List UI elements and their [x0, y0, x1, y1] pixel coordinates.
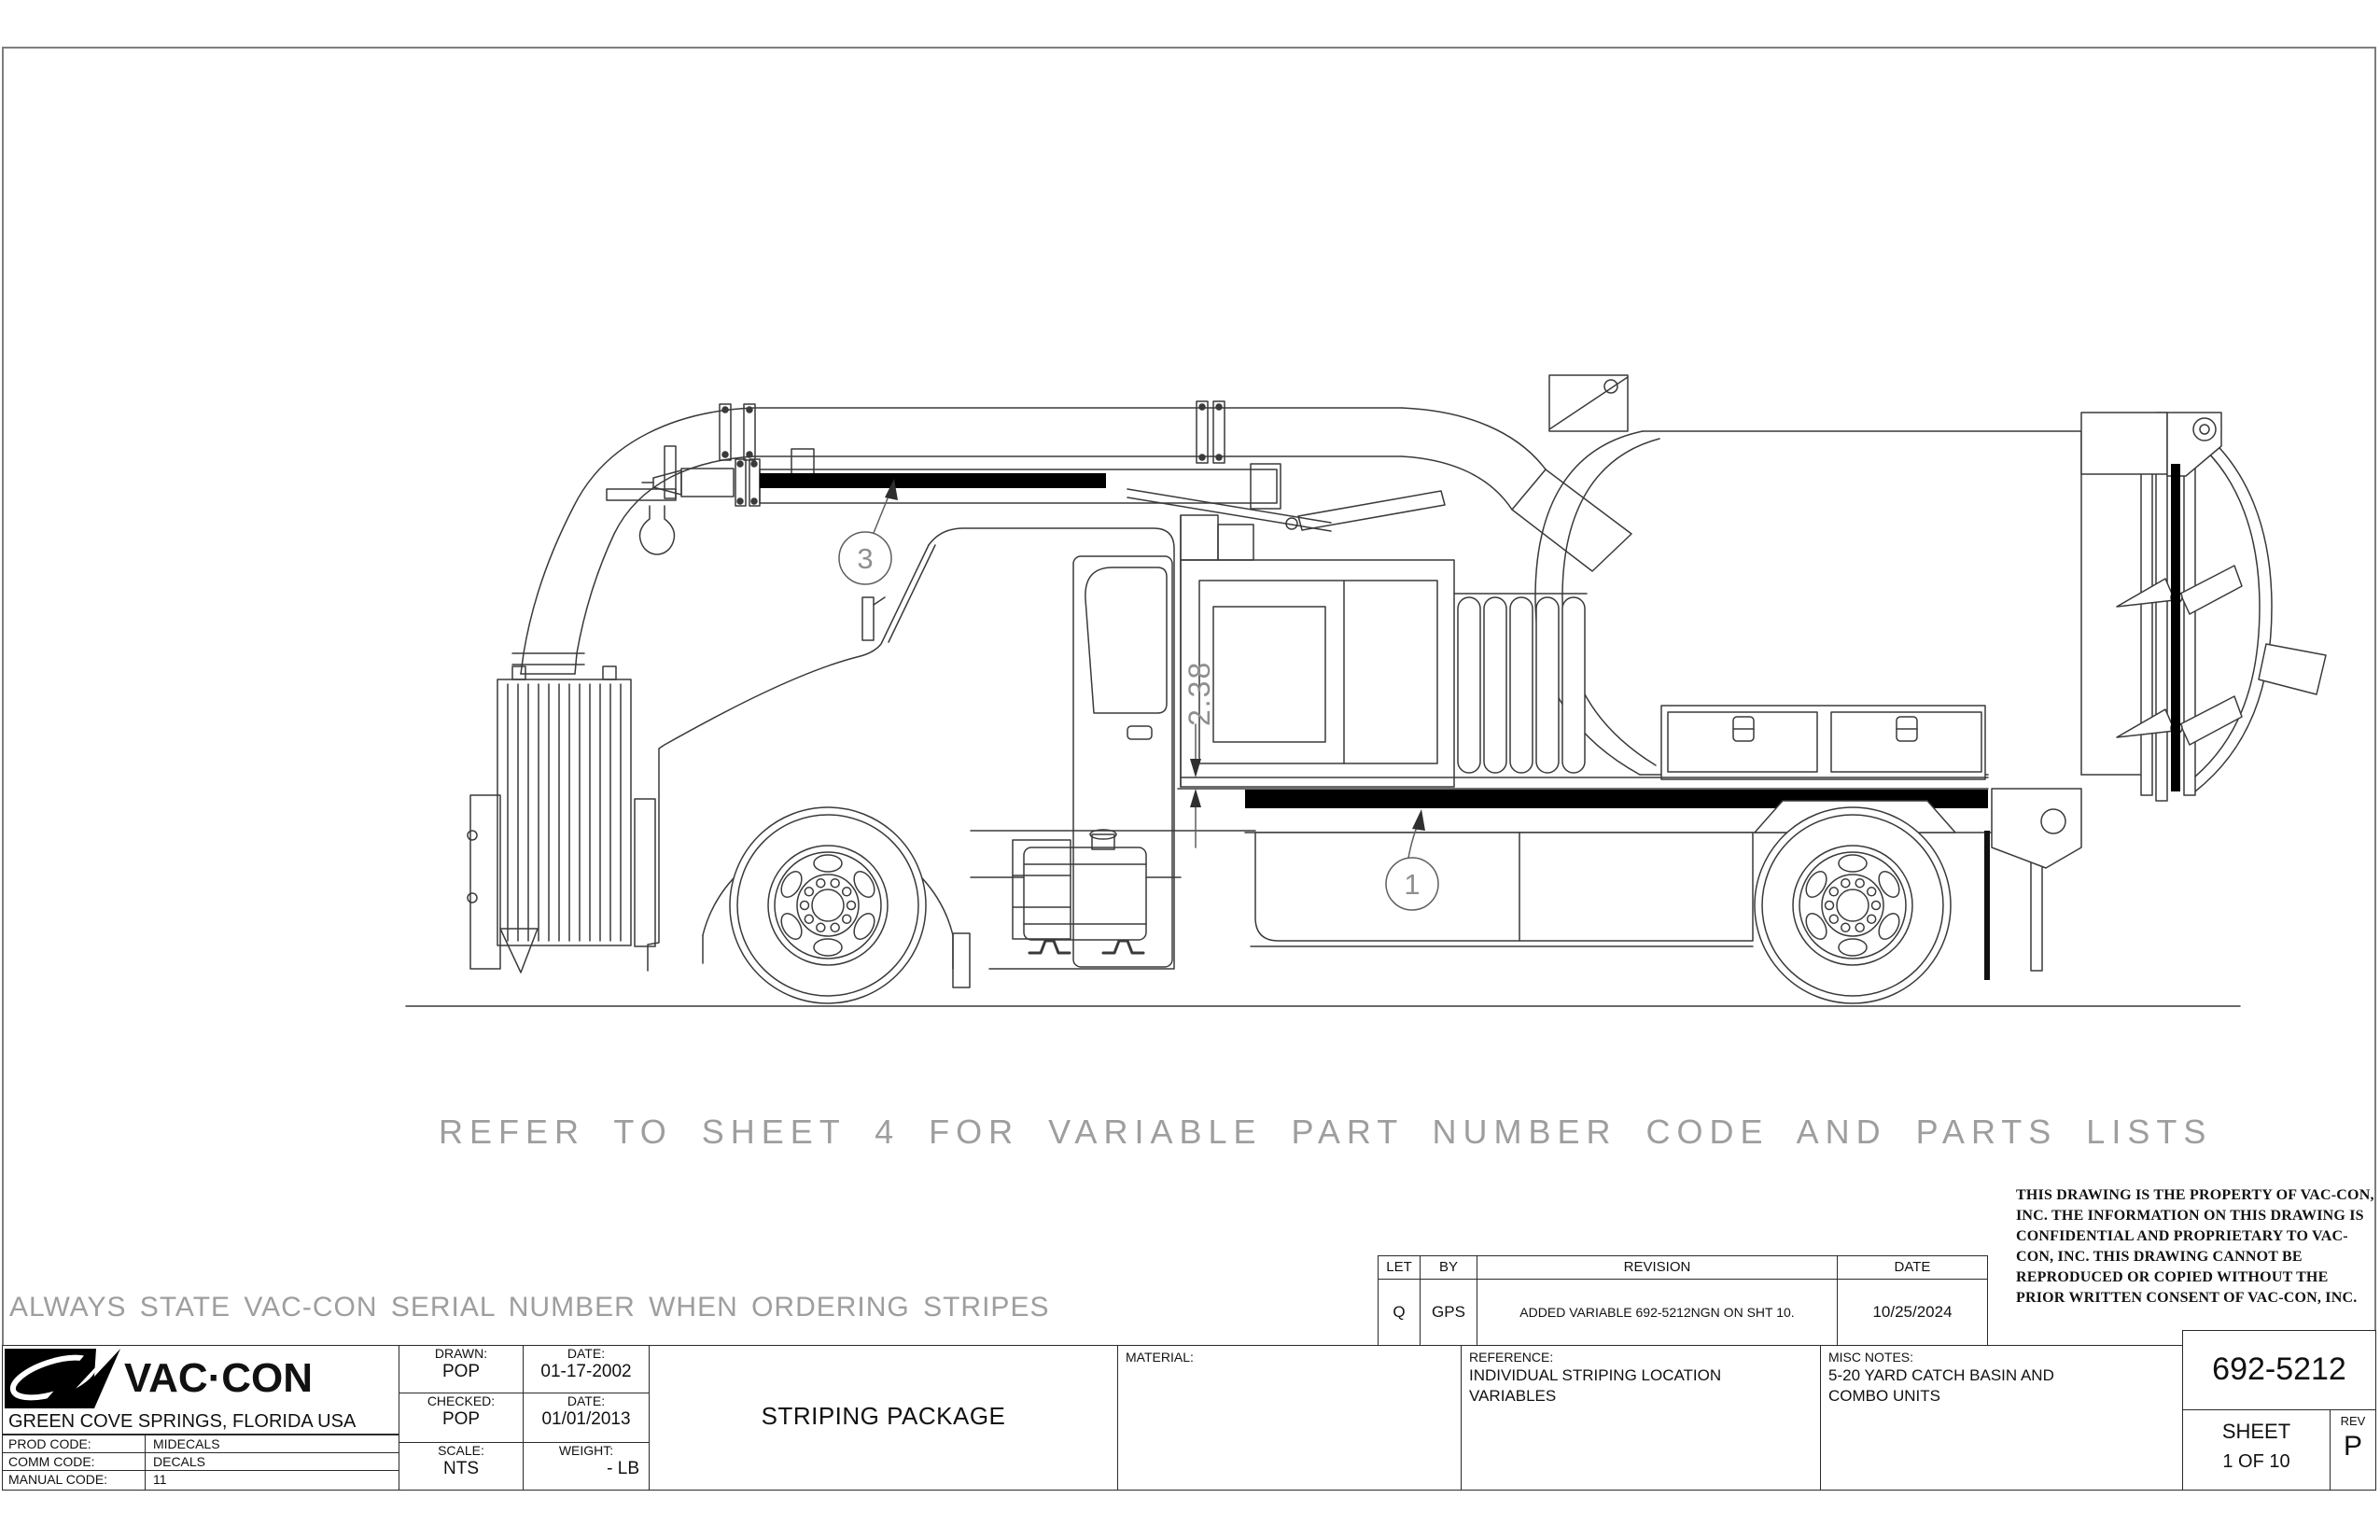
rev-col-revision-header: REVISION — [1477, 1255, 1838, 1280]
drawn-cell: DRAWN:POP — [399, 1345, 524, 1393]
rev-by: GPS — [1420, 1279, 1477, 1346]
boom-upper-tube — [719, 400, 1632, 572]
manual-code-label: MANUAL CODE: — [2, 1470, 146, 1491]
vaccon-logo-swoosh — [5, 1349, 120, 1408]
toolboxes — [1660, 705, 1986, 780]
rev-let: Q — [1378, 1279, 1421, 1346]
reference-cell: REFERENCE: INDIVIDUAL STRIPING LOCATION … — [1461, 1345, 1821, 1491]
rev-col-by-header: BY — [1420, 1255, 1477, 1280]
rear-door — [2080, 412, 2327, 802]
drawing-title-cell: STRIPING PACKAGE — [649, 1345, 1118, 1491]
callout-boom-stripe — [838, 479, 898, 585]
comm-code-value: DECALS — [145, 1452, 399, 1471]
rear-door-stripe-decal — [2171, 464, 2180, 791]
rev-col-date-header: DATE — [1837, 1255, 1988, 1280]
rev-cell: REV P — [2330, 1409, 2376, 1491]
copyright-notice: THIS DRAWING IS THE PROPERTY OF VAC-CON,… — [2016, 1187, 2374, 1306]
drawn-date-cell: DATE:01-17-2002 — [523, 1345, 650, 1393]
boom-elbow — [511, 407, 755, 675]
fuel-tank — [1023, 847, 1147, 941]
comm-code-label: COMM CODE: — [2, 1452, 146, 1471]
pump-module — [1180, 514, 1455, 788]
weight-cell: WEIGHT: - LB — [523, 1442, 650, 1491]
manual-code-value: 11 — [145, 1470, 399, 1491]
rear-wheel — [1754, 806, 1952, 1004]
cab-door — [1072, 555, 1173, 968]
company-name: VAC·CON — [124, 1355, 314, 1401]
prod-code-value: MIDECALS — [145, 1435, 399, 1453]
rev-description: ADDED VARIABLE 692-5212NGN ON SHT 10. — [1477, 1279, 1838, 1346]
callout-1-label: 1 — [1404, 868, 1420, 901]
chassis — [970, 829, 1256, 955]
sheet-number-cell: SHEET 1 OF 10 — [2182, 1409, 2331, 1491]
material-cell: MATERIAL: — [1117, 1345, 1462, 1491]
boom-lower-tube — [606, 445, 1281, 555]
dimension-2-38 — [1190, 723, 1201, 848]
callout-3-label: 3 — [857, 542, 873, 575]
rev-col-let-header: LET — [1378, 1255, 1421, 1280]
suction-hoses — [1453, 593, 1588, 774]
callout-body-stripe — [1385, 809, 1439, 911]
door-handle — [1127, 725, 1153, 740]
company-location: GREEN COVE SPRINGS, FLORIDA USA — [8, 1411, 357, 1432]
hose-reel — [497, 665, 656, 947]
scale-cell: SCALE:NTS — [399, 1442, 524, 1491]
checked-cell: CHECKED:POP — [399, 1393, 524, 1443]
logo-cell: VAC·CON GREEN COVE SPRINGS, FLORIDA USA — [2, 1345, 399, 1435]
boom-pivot — [1127, 374, 1629, 532]
part-number-cell: 692-5212 — [2182, 1330, 2376, 1410]
checked-date-cell: DATE:01/01/2013 — [523, 1393, 650, 1443]
prod-code-label: PROD CODE: — [2, 1435, 146, 1453]
dimension-label: 2.38 — [1183, 661, 1216, 726]
cab — [647, 527, 1175, 988]
rev-date: 10/25/2024 — [1837, 1279, 1988, 1346]
front-wheel — [729, 806, 927, 1004]
rear-stripe-decal — [1984, 831, 1990, 980]
discharge-chute — [2258, 643, 2327, 695]
cab-door-window — [1085, 567, 1168, 714]
side-skirt — [1254, 832, 1754, 942]
note-always-state-serial: ALWAYS STATE VAC-CON SERIAL NUMBER WHEN … — [9, 1292, 1050, 1323]
boom-stripe-decal — [760, 473, 1106, 488]
note-refer-sheet4: REFER TO SHEET 4 FOR VARIABLE PART NUMBE… — [439, 1113, 2213, 1151]
misc-notes-cell: MISC NOTES: 5-20 YARD CATCH BASIN AND CO… — [1820, 1345, 2183, 1491]
